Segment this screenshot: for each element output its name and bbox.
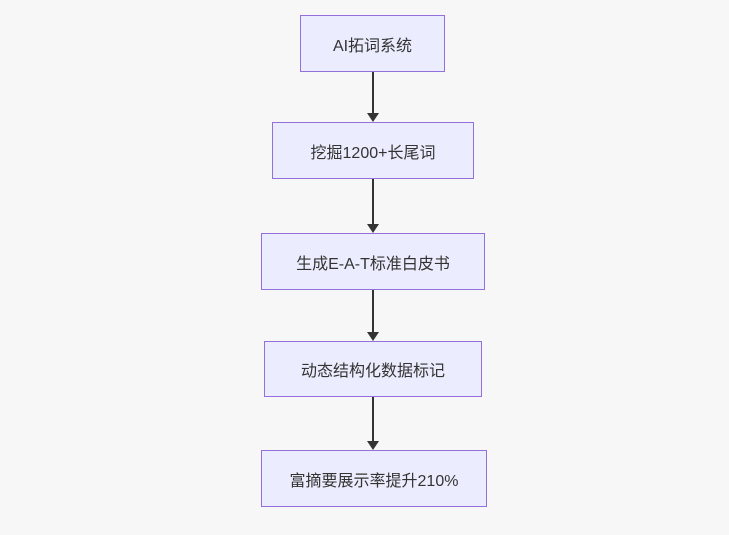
flow-node-label: 动态结构化数据标记 <box>300 363 445 380</box>
arrowhead-down-icon <box>367 441 379 450</box>
flow-node-label: 富摘要展示率提升210% <box>289 472 459 490</box>
flow-edge-2 <box>367 179 379 233</box>
flow-node-rich-snippet-result: 富摘要展示率提升210% <box>261 450 487 507</box>
edge-line <box>372 72 374 114</box>
flow-node-ai-keyword-system: AI拓词系统 <box>300 15 445 72</box>
arrowhead-down-icon <box>367 332 379 341</box>
flow-edge-4 <box>367 397 379 450</box>
arrowhead-down-icon <box>367 224 379 233</box>
flow-edge-3 <box>367 290 379 341</box>
edge-line <box>372 179 374 225</box>
edge-line <box>372 290 374 333</box>
edge-line <box>372 397 374 442</box>
flow-edge-1 <box>367 72 379 122</box>
flow-node-eat-whitepaper: 生成E-A-T标准白皮书 <box>261 233 485 290</box>
flow-node-label: 生成E-A-T标准白皮书 <box>296 255 450 273</box>
flow-node-label: 挖掘1200+长尾词 <box>310 144 436 162</box>
flow-node-label: AI拓词系统 <box>332 37 413 55</box>
flow-node-structured-data-markup: 动态结构化数据标记 <box>264 341 482 397</box>
arrowhead-down-icon <box>367 113 379 122</box>
flow-node-longtail-mining: 挖掘1200+长尾词 <box>272 122 474 179</box>
